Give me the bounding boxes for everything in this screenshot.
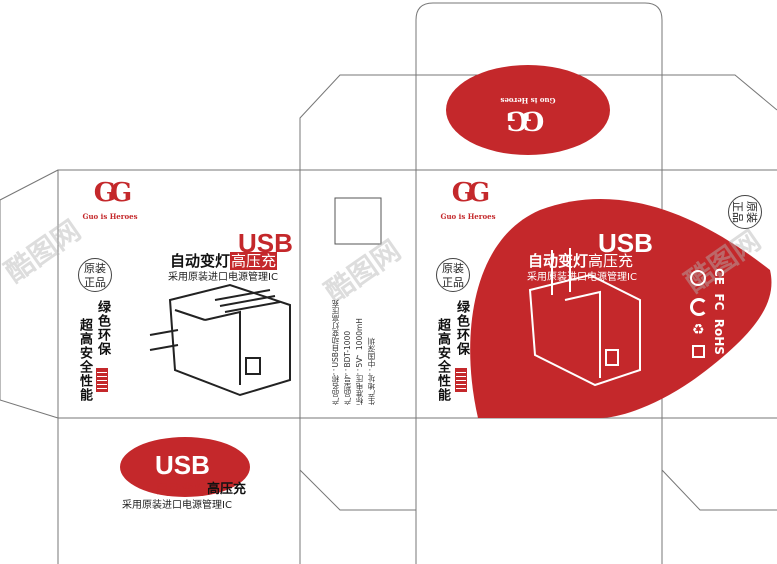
bottom-red-ellipse xyxy=(120,437,250,497)
authentic-seal: 原装正品 xyxy=(728,195,762,229)
slogan-safety: 超高安全性能 xyxy=(77,318,92,402)
adapter-illustration xyxy=(149,283,291,397)
top-red-ellipse xyxy=(446,65,610,155)
product-title: 自动变灯高压充 xyxy=(155,482,247,497)
product-title: 自动变灯高压充 xyxy=(170,252,278,270)
logo: GG xyxy=(451,178,490,208)
back-red-blob xyxy=(470,198,772,418)
rohs-mark: RoHS xyxy=(712,318,726,355)
ce-mark: CE xyxy=(712,268,726,286)
product-title: 自动变灯高压充 xyxy=(528,252,634,270)
battery-icon xyxy=(455,368,467,392)
brand-name: Guo is Heroes xyxy=(440,212,496,221)
battery-icon xyxy=(96,368,108,392)
usb-heading: USB xyxy=(155,450,210,480)
slogan-green: 绿色环保 xyxy=(95,300,110,356)
usb-heading: USB xyxy=(598,228,653,258)
authentic-seal: 原装正品 xyxy=(436,258,470,292)
usb-heading: USB xyxy=(238,228,293,258)
certification-marks: CE FC RoHS xyxy=(712,268,726,355)
top-logo: GG Guo is Heroes xyxy=(500,96,556,135)
brand-name: Guo is Heroes xyxy=(82,212,138,221)
product-subtitle: 采用原装进口电源管理IC xyxy=(122,500,232,511)
adapter-illustration-white xyxy=(528,248,641,387)
product-subtitle: 采用原装进口电源管理IC xyxy=(527,272,637,283)
logo: GG xyxy=(93,178,132,208)
fc-mark: FC xyxy=(712,293,726,311)
recycle-icon: ♻ xyxy=(692,322,705,338)
ccc-icon xyxy=(690,270,706,286)
authentic-seal: 原装正品 xyxy=(78,258,112,292)
recycle-circle-icon xyxy=(690,298,708,316)
slogan-green: 绿色环保 xyxy=(454,300,469,356)
product-subtitle: 采用原装进口电源管理IC xyxy=(168,272,278,283)
slogan-safety: 超高安全性能 xyxy=(435,318,450,402)
double-insulation-icon xyxy=(692,345,705,358)
